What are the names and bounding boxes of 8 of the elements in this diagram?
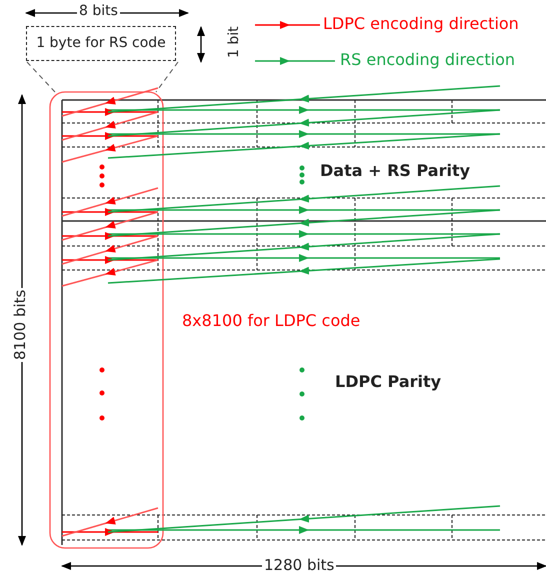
region-label: LDPC Parity: [334, 373, 442, 391]
dimension-label: 8100 bits: [12, 288, 28, 362]
legend-text: LDPC encoding direction: [322, 15, 520, 33]
region-caption: 8x8100 for LDPC code: [181, 312, 362, 330]
byte-box: 1 byte for RS code: [26, 26, 176, 61]
legend-text: RS encoding direction: [339, 51, 516, 69]
dimension-label: 1280 bits: [262, 557, 336, 574]
region-label: Data + RS Parity: [319, 162, 472, 180]
